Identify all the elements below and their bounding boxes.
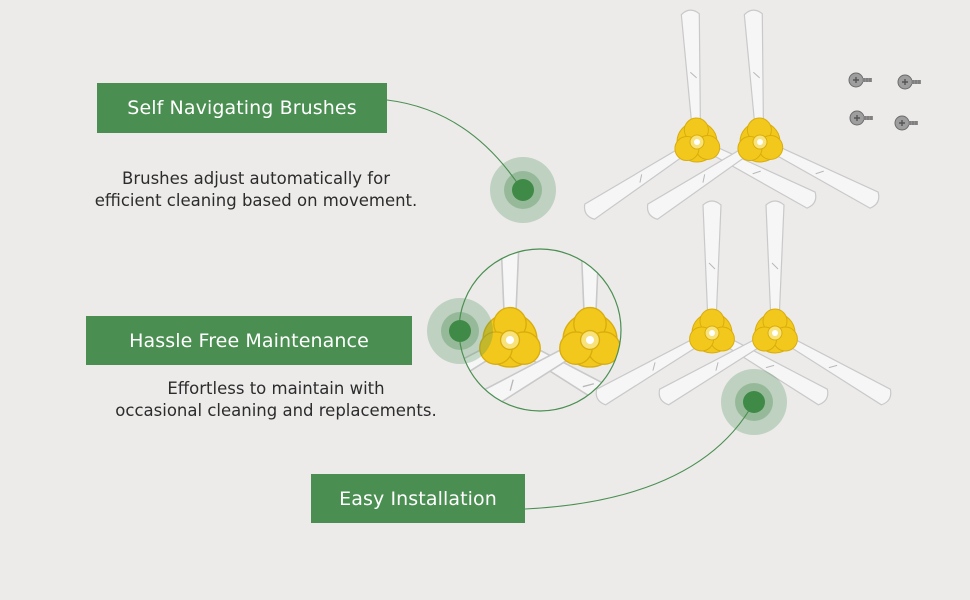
description-line: Effortless to maintain with xyxy=(167,379,385,398)
screw-icon xyxy=(897,74,922,90)
screw-icon xyxy=(848,72,873,88)
connector-line xyxy=(524,401,755,510)
description-line: efficient cleaning based on movement. xyxy=(94,191,418,210)
connector-line xyxy=(386,99,523,191)
description-line: occasional cleaning and replacements. xyxy=(115,401,437,420)
hotspot-marker xyxy=(427,298,493,364)
screw-icon xyxy=(849,110,874,126)
hotspot-marker xyxy=(490,157,556,223)
screw-icon xyxy=(894,115,919,131)
feature-label-easy-installation: Easy Installation xyxy=(311,474,525,523)
hotspot-marker xyxy=(721,369,787,435)
feature-label-self-navigating: Self Navigating Brushes xyxy=(97,83,387,133)
description-line: Brushes adjust automatically for xyxy=(122,169,390,188)
feature-label-hassle-free: Hassle Free Maintenance xyxy=(86,316,412,365)
feature-description-self-navigating: Brushes adjust automatically for efficie… xyxy=(56,168,456,212)
brush-icon xyxy=(633,3,884,223)
feature-description-hassle-free: Effortless to maintain with occasional c… xyxy=(66,378,486,422)
